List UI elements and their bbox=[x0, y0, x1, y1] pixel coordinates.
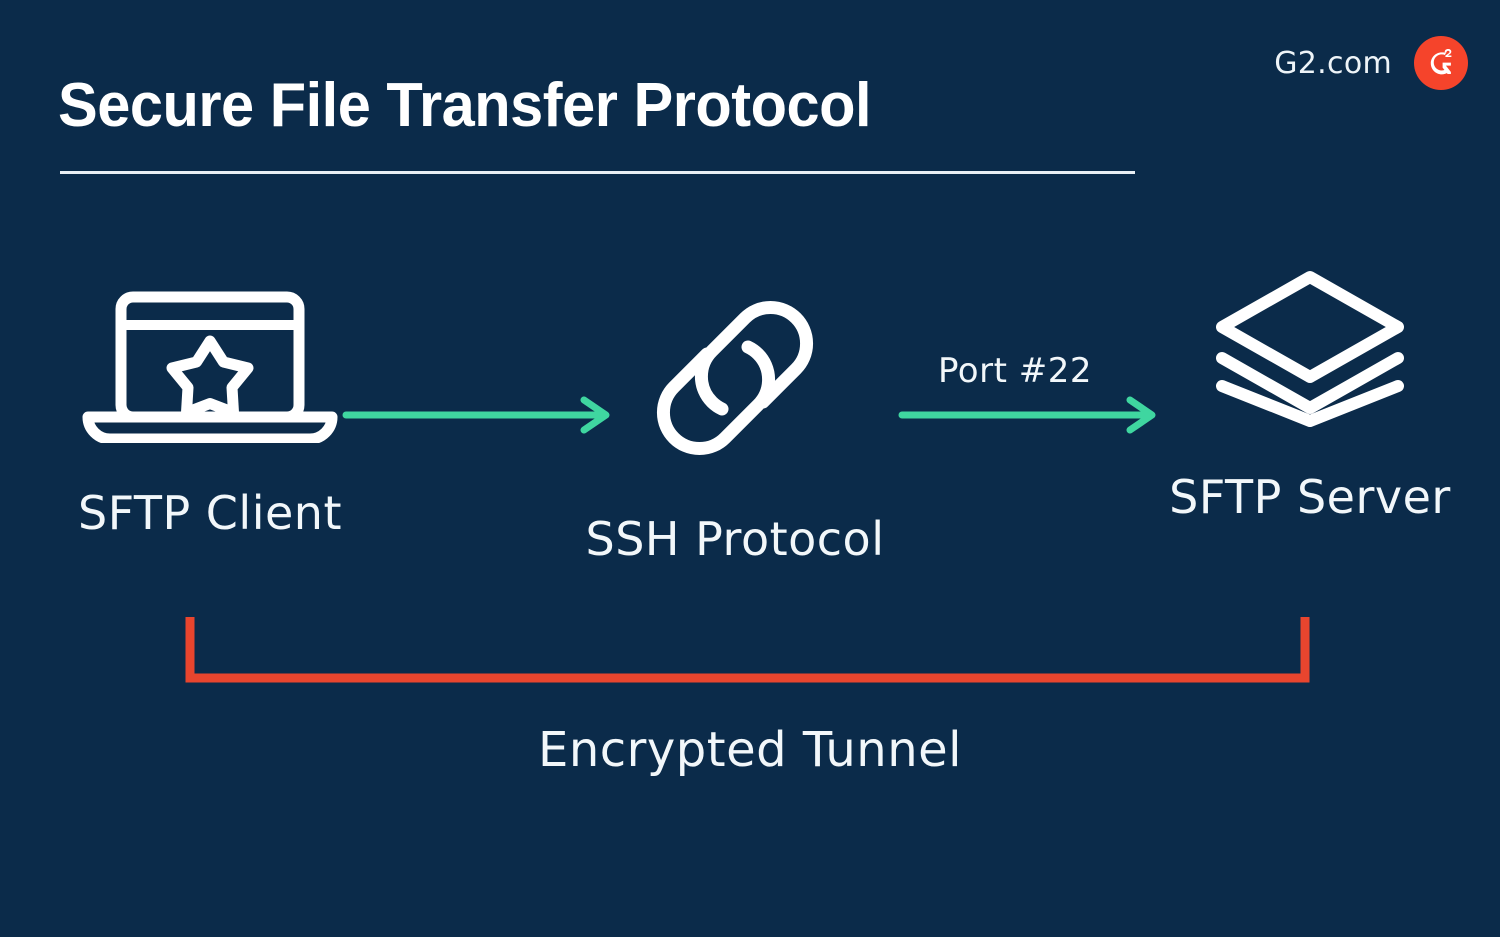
encrypted-tunnel-label: Encrypted Tunnel bbox=[538, 722, 962, 778]
node-label-ssh-protocol: SSH Protocol bbox=[585, 512, 885, 566]
brand-lockup: G2.com bbox=[1274, 36, 1468, 90]
node-sftp-server: SFTP Server bbox=[1125, 265, 1495, 524]
encrypted-tunnel-bracket bbox=[185, 612, 1310, 693]
arrow-ssh-to-server bbox=[898, 396, 1164, 439]
arrow-label-port: Port #22 bbox=[938, 351, 1092, 391]
g2-logo-icon bbox=[1414, 36, 1468, 90]
page-title: Secure File Transfer Protocol bbox=[58, 71, 872, 140]
node-sftp-client: SFTP Client bbox=[30, 283, 390, 540]
title-divider bbox=[60, 171, 1135, 174]
node-ssh-protocol: SSH Protocol bbox=[545, 270, 925, 566]
layers-stack-icon bbox=[1210, 265, 1410, 440]
brand-name: G2.com bbox=[1274, 45, 1392, 81]
chain-link-icon bbox=[635, 270, 835, 490]
laptop-star-icon bbox=[74, 283, 346, 448]
node-label-sftp-server: SFTP Server bbox=[1169, 470, 1451, 524]
node-label-sftp-client: SFTP Client bbox=[78, 486, 342, 540]
arrow-client-to-ssh bbox=[342, 396, 618, 439]
